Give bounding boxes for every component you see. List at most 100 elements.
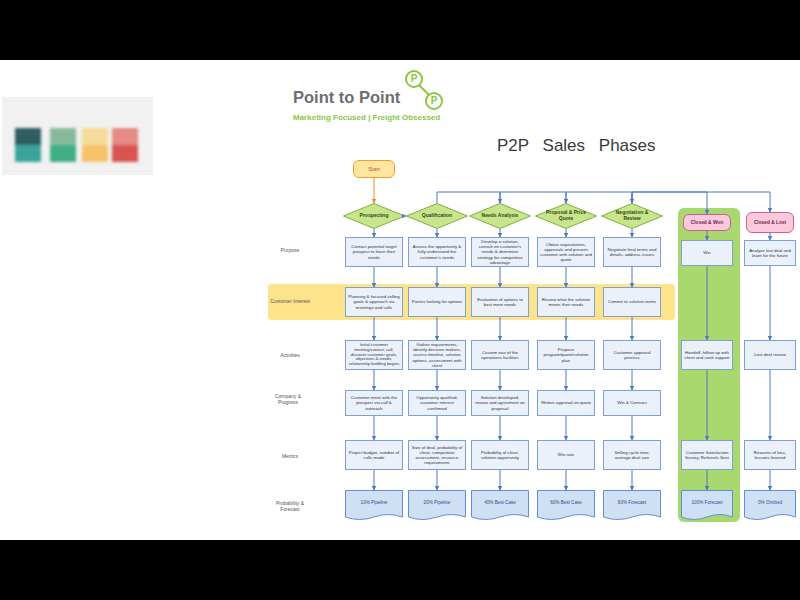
diamond-shape (470, 204, 531, 229)
row-label: Purpose (270, 247, 310, 253)
flow-connector (500, 192, 566, 203)
node-text: Customer meet with the prospect via call… (348, 395, 400, 411)
node-text: Size of deal, probability of close, comp… (411, 445, 463, 466)
node-text: Evaluation of options to best meet needs (474, 297, 526, 307)
logo-ring (406, 71, 422, 87)
flow-connector (566, 470, 567, 490)
process-box: Opportunity qualified, customer interest… (408, 390, 466, 416)
process-box: Assess the opportunity & fully understan… (408, 237, 466, 267)
page-title: P2P Sales Phases (497, 137, 656, 156)
node-text: 20% Pipeline (421, 500, 453, 505)
node-text: Negotiation & Review (612, 210, 653, 222)
forecast-document: 60% Best Case (537, 490, 595, 522)
process-box: Negotiate final terms and details, addre… (603, 237, 661, 267)
tile (15, 145, 41, 162)
process-box: Customer meet with the prospect via call… (345, 390, 403, 416)
node-text: Assess the opportunity & fully understan… (411, 244, 463, 260)
flow-connector (566, 416, 567, 440)
phase-diamond: Negotiation & Review (601, 203, 663, 229)
node-text: Analyze lost deal and learn for the futu… (747, 248, 793, 258)
diamond-shape (344, 204, 405, 229)
node-text: Obtain expectations, approvals and prese… (540, 242, 592, 263)
process-box: Win rate (537, 440, 595, 470)
won-column-band (678, 208, 740, 522)
flow-connector (374, 370, 375, 390)
outcome-box: Closed & Lost (746, 212, 794, 233)
node-text: Opportunity qualified, customer interest… (411, 395, 463, 411)
process-box: Size of deal, probability of close, comp… (408, 440, 466, 470)
process-box: Customer Satisfaction Survey, Referrals … (681, 440, 733, 470)
flow-connector (437, 317, 438, 340)
flow-connector (632, 416, 633, 440)
flow-connector (374, 317, 375, 340)
flow-connector (500, 370, 501, 390)
row-label: Metrics (270, 453, 310, 459)
document-outline (471, 490, 529, 522)
node-text: Proposal & Price Quote (546, 210, 587, 222)
flow-connector (566, 370, 567, 390)
node-text: Customer approval process (606, 350, 658, 360)
diamond-shape (536, 204, 597, 229)
document-outline (408, 490, 466, 522)
tile (112, 145, 138, 162)
phase-diamond: Prospecting (343, 203, 405, 229)
start-terminal: Start (353, 160, 395, 178)
node-text: Start (368, 166, 380, 172)
flow-connector (500, 470, 501, 490)
flow-connector (770, 266, 771, 340)
tile (112, 128, 138, 145)
forecast-document: 0% Omitted (744, 490, 796, 522)
node-text: Closed & Won (691, 220, 723, 226)
process-box: Contact potential target prospect to lea… (345, 237, 403, 267)
flow-connector (770, 470, 771, 490)
flow-connector (632, 192, 770, 212)
node-text: Written approval on quote (541, 400, 591, 405)
process-box: Evaluation of options to best meet needs (471, 287, 529, 317)
node-text: Project budget, number of calls made (348, 450, 400, 460)
flow-connector (437, 416, 438, 440)
row-label: Company & Progress (270, 393, 306, 405)
document-shape (604, 491, 661, 520)
flow-connector (500, 416, 501, 440)
process-box: Reasons of loss, lessons learned (744, 440, 796, 470)
document-shape (346, 491, 403, 520)
forecast-document: 10% Pipeline (345, 490, 403, 522)
phase-diamond: Qualification (406, 203, 468, 229)
node-text: Lost deal review (754, 352, 786, 357)
node-text: Custom tour of the operations facilities (474, 350, 526, 360)
process-box: Commit to solution terms (603, 287, 661, 317)
process-box: Win (681, 240, 733, 266)
node-text: 80% Forecast (616, 500, 648, 505)
node-text: Commit to solution terms (608, 299, 657, 304)
flow-connector (374, 178, 375, 203)
node-text: 40% Best Case (484, 500, 516, 505)
logo-ring (426, 93, 442, 109)
process-box: Review what the solution meets their nee… (537, 287, 595, 317)
document-outline (345, 490, 403, 522)
flow-connector (632, 317, 633, 340)
document-shape (745, 491, 796, 520)
node-text: Needs Analysis (482, 213, 519, 219)
node-text: Win rate (558, 452, 574, 457)
diamond-shape (602, 204, 663, 229)
process-box: Planning & focused selling goals & appro… (345, 287, 403, 317)
row-label: Activities (270, 352, 310, 358)
forecast-document: 20% Pipeline (408, 490, 466, 522)
process-box: Parties looking for options (408, 287, 466, 317)
logo-letter: P (426, 94, 442, 108)
forecast-document: 80% Forecast (603, 490, 661, 522)
document-outline (744, 490, 796, 522)
node-text: Qualification (422, 213, 452, 219)
process-box: Handoff, follow up with client and seek … (681, 340, 733, 370)
flow-connector (707, 470, 708, 490)
logo-link (419, 85, 429, 95)
process-box: Probability of close, solution opportuni… (471, 440, 529, 470)
node-text: Win (703, 250, 711, 255)
node-text: Negotiate final terms and details, addre… (606, 247, 658, 257)
node-text: Closed & Lost (754, 220, 786, 226)
logo-letter: P (406, 72, 422, 86)
node-text: Solution developed, review and agreement… (474, 395, 526, 411)
row-label: Probability & Forecast (270, 500, 310, 512)
node-text: Review what the solution meets their nee… (540, 297, 592, 307)
node-text: 60% Best Case (550, 500, 582, 505)
